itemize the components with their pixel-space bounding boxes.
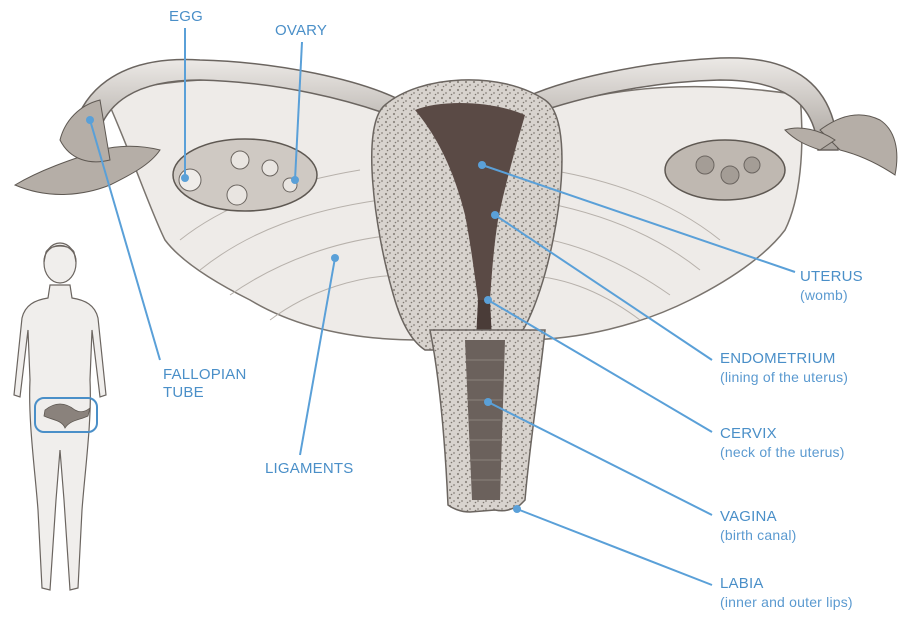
label-uterus-sub: (womb) [800, 286, 863, 304]
label-uterus: UTERUS (womb) [800, 268, 863, 304]
uterus-body [372, 80, 562, 350]
label-labia-sub: (inner and outer lips) [720, 593, 853, 611]
label-egg: EGG [169, 8, 203, 26]
label-cervix-sub: (neck of the uterus) [720, 443, 845, 461]
label-vagina: VAGINA (birth canal) [720, 508, 797, 544]
label-uterus-title: UTERUS [800, 268, 863, 286]
label-vagina-sub: (birth canal) [720, 526, 797, 544]
label-egg-title: EGG [169, 8, 203, 26]
label-fallopian-tube: FALLOPIAN TUBE [163, 366, 247, 402]
leader-labia [517, 509, 712, 585]
label-fallopian-line1: FALLOPIAN [163, 366, 247, 384]
label-ovary-title: OVARY [275, 22, 327, 40]
label-endometrium-sub: (lining of the uterus) [720, 368, 848, 386]
label-ligaments: LIGAMENTS [265, 460, 353, 478]
label-endometrium: ENDOMETRIUM (lining of the uterus) [720, 350, 848, 386]
label-cervix-title: CERVIX [720, 425, 845, 443]
label-labia-title: LABIA [720, 575, 853, 593]
label-vagina-title: VAGINA [720, 508, 797, 526]
label-fallopian-line2: TUBE [163, 384, 247, 402]
label-endometrium-title: ENDOMETRIUM [720, 350, 848, 368]
label-cervix: CERVIX (neck of the uterus) [720, 425, 845, 461]
label-labia: LABIA (inner and outer lips) [720, 575, 853, 611]
label-ovary: OVARY [275, 22, 327, 40]
label-ligaments-title: LIGAMENTS [265, 460, 353, 478]
